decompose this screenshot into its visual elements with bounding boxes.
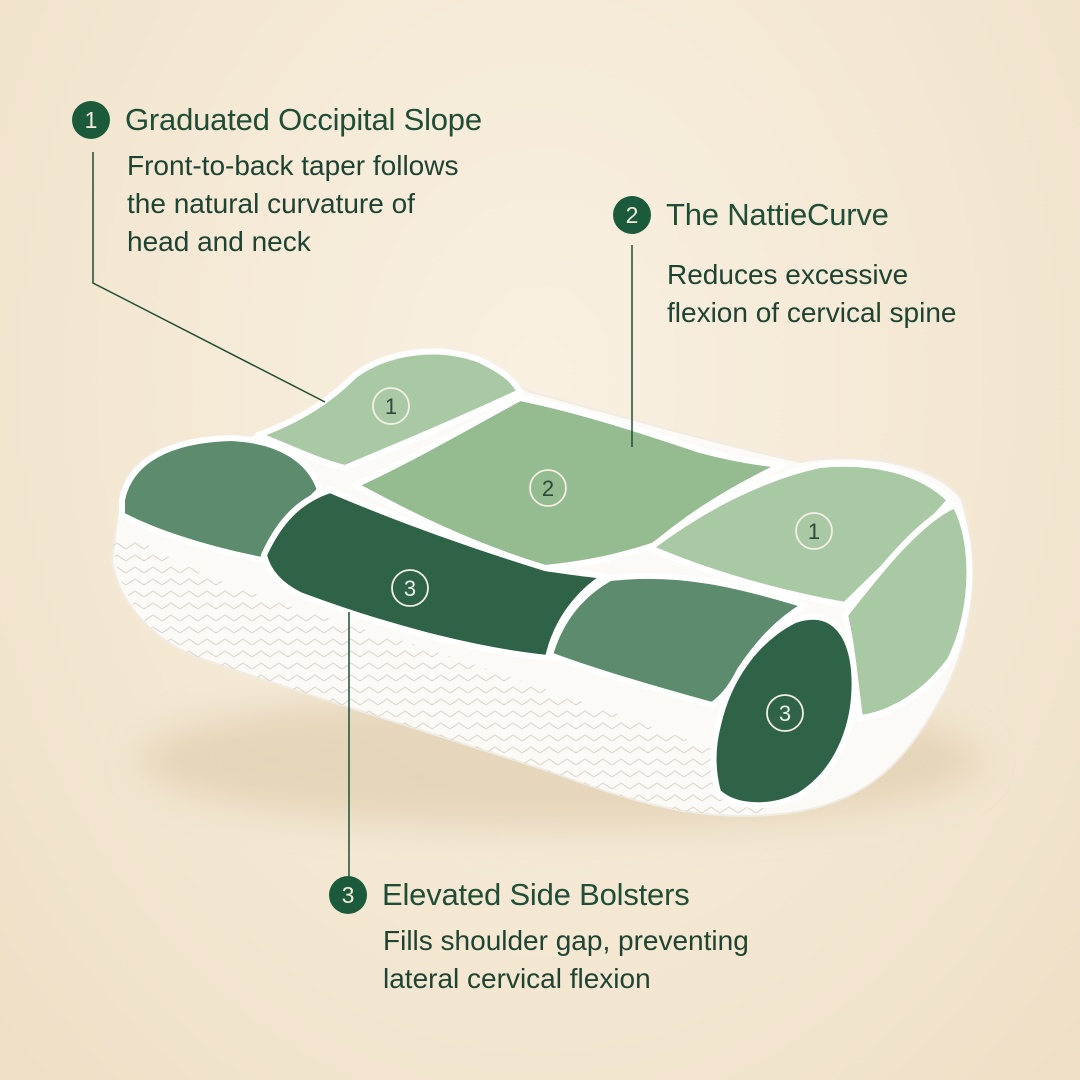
callout-description: Fills shoulder gap, preventing lateral c… xyxy=(383,922,749,998)
callout-number-badge: 2 xyxy=(613,196,651,234)
callout-description: Reduces excessive flexion of cervical sp… xyxy=(667,256,956,332)
zone-right-bolster-top xyxy=(547,572,808,708)
zone-label-front-right: 3 xyxy=(779,701,791,726)
zone-label-circle xyxy=(391,569,429,607)
zone-label-circle xyxy=(766,694,804,732)
callout-description: Front-to-back taper follows the natural … xyxy=(127,147,482,261)
callout-number-badge: 3 xyxy=(329,876,367,914)
zone-left-bolster-top xyxy=(119,435,323,563)
foam-knit-texture xyxy=(112,540,770,816)
callout-title: Graduated Occipital Slope xyxy=(125,102,482,137)
zone-back-left-slope xyxy=(255,348,523,471)
callout-side-bolsters: 3 Elevated Side Bolsters Fills shoulder … xyxy=(329,876,749,998)
zone-label-center: 2 xyxy=(542,476,554,501)
zone-label-circle xyxy=(795,512,833,550)
zone-front-center-bolster xyxy=(261,487,608,661)
zone-back-right-slope xyxy=(647,460,953,608)
callout-description-line: flexion of cervical spine xyxy=(667,297,957,328)
callout-number-badge: 1 xyxy=(72,101,110,139)
zone-label-front-left: 3 xyxy=(404,576,416,601)
callout-description-line: Fills shoulder gap, preventing xyxy=(383,925,749,956)
zone-label-back-left: 1 xyxy=(385,394,397,419)
callout-title: The NattieCurve xyxy=(666,197,889,232)
zone-label-circle xyxy=(529,469,567,507)
callout-nattiecurve: 2 The NattieCurve Reduces excessive flex… xyxy=(613,196,956,332)
callout-description-line: Reduces excessive xyxy=(667,259,909,290)
callout-description-line: lateral cervical flexion xyxy=(383,963,651,994)
callout-description-line: Front-to-back taper follows xyxy=(127,150,459,181)
callout-occipital-slope: 1 Graduated Occipital Slope Front-to-bac… xyxy=(72,101,482,261)
zone-right-end-bolster xyxy=(710,613,858,809)
zone-label-back-right: 1 xyxy=(808,519,820,544)
callout-title: Elevated Side Bolsters xyxy=(382,877,690,912)
callout-description-line: the natural curvature of xyxy=(127,188,415,219)
zone-label-circle xyxy=(372,387,410,425)
callout-description-line: head and neck xyxy=(127,226,311,257)
leader-line-1 xyxy=(92,152,326,403)
